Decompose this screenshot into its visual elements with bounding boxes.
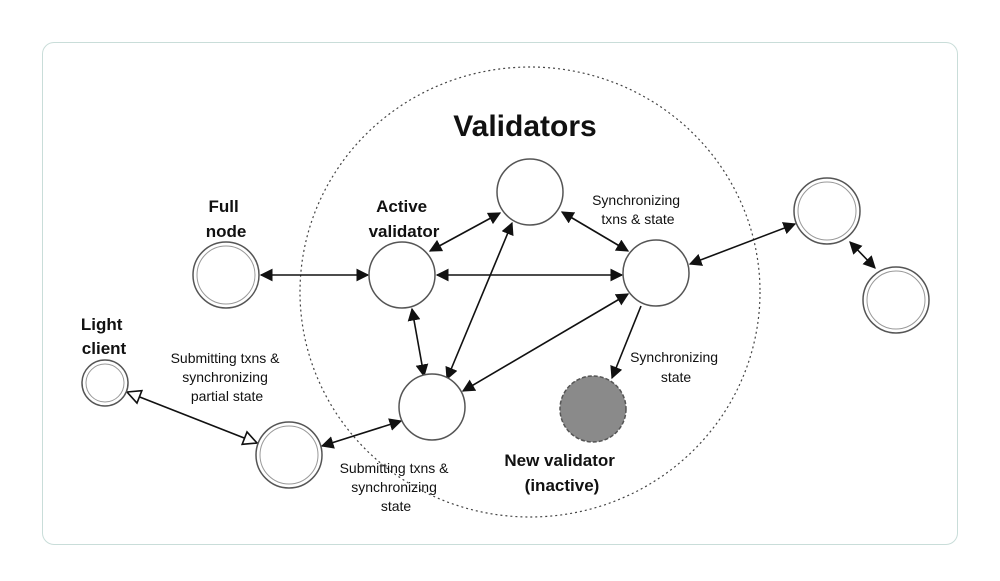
validator-bottom-circle (398, 373, 466, 441)
link-client-light (127, 392, 257, 443)
validators-title: Validators (453, 110, 596, 143)
external-node-bottom-circle (862, 266, 930, 334)
full-node-label: Full node (206, 197, 247, 241)
validator-top-circle (496, 158, 564, 226)
link-external-pair (849, 241, 876, 269)
validator-right-circle (622, 239, 690, 307)
client-node-circle (255, 421, 323, 489)
sync-state-label: Synchronizing state (630, 349, 722, 385)
light-client-label: Light client (81, 315, 127, 358)
new-validator-circle (559, 375, 627, 443)
submit-state-label: Submitting txns & synchronizing state (340, 460, 453, 514)
external-node-top-circle (793, 177, 861, 245)
link-bottom-client (320, 418, 403, 449)
link-active-bottom (407, 307, 429, 378)
light-client-circle (81, 359, 129, 407)
full-node-circle (192, 241, 260, 309)
active-validator-circle (368, 241, 436, 309)
submit-partial-label: Submitting txns & synchronizing partial … (171, 350, 284, 404)
link-right-bottom (461, 293, 630, 392)
validators-boundary (299, 66, 761, 518)
new-validator-label: New validator (inactive) (504, 451, 619, 495)
link-right-new (610, 305, 642, 380)
link-top-bottom (445, 221, 514, 381)
active-validator-label: Active validator (369, 197, 440, 241)
link-right-external (688, 222, 797, 266)
link-active-top (428, 212, 502, 252)
connections (127, 211, 876, 449)
link-top-right (560, 211, 630, 252)
sync-txns-state-label: Synchronizing txns & state (592, 192, 684, 227)
